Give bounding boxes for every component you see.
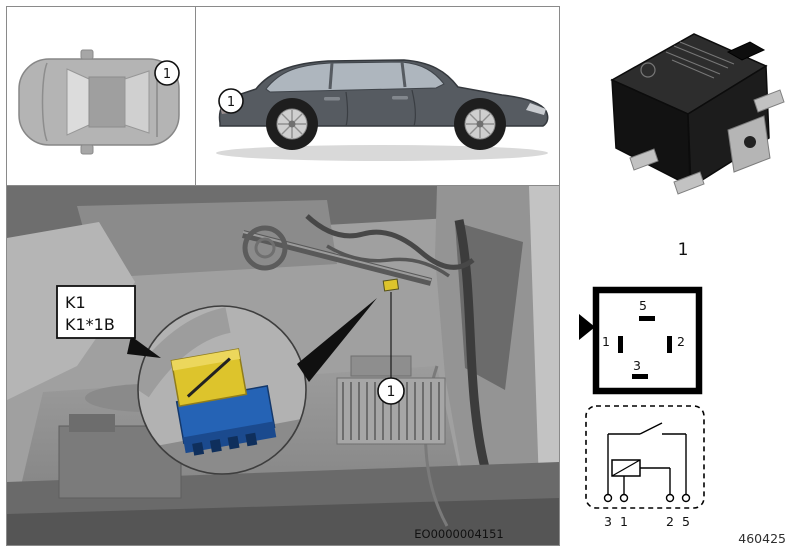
svg-text:1[interactable]: 1 [163, 67, 171, 82]
pin-label-5: 5 [639, 298, 647, 313]
car-top-view-drawing [18, 49, 180, 155]
component-code: K1 [65, 293, 86, 312]
connector-outline [592, 286, 703, 395]
terminal-label-5: 5 [682, 514, 690, 529]
relay-illustration [578, 12, 788, 227]
relay-zoomed-yellow [170, 348, 248, 407]
schematic-border [585, 405, 705, 509]
rear-wheel [266, 98, 318, 150]
image-code: EO0000004151 [414, 527, 503, 541]
car-side-view: 1 [216, 59, 549, 161]
pin-blade-1 [618, 336, 623, 353]
car-top-view: 1 [18, 49, 180, 155]
relay-location-marker[interactable] [382, 278, 400, 292]
svg-text:1[interactable]: 1 [387, 384, 396, 400]
pin-label-1: 1 [602, 334, 610, 349]
magnified-relay-view [138, 307, 306, 474]
pin-label-2: 2 [677, 334, 685, 349]
callout-badge-top-view[interactable]: 1 [154, 60, 180, 86]
trunk-photo: K1 K1*1B 1 EO0000004151 [7, 186, 559, 545]
car-top-view-cell: 1 [6, 6, 196, 186]
circuit-schematic: 3 1 2 5 [576, 400, 716, 534]
magnifier-pointer-arrow-icon [297, 298, 377, 382]
terminal-label-3: 3 [604, 514, 612, 529]
relay-symbol [607, 422, 687, 495]
view-direction-arrow-icon [579, 314, 595, 340]
pin-label-3: 3 [633, 358, 641, 373]
terminal-label-2: 2 [666, 514, 674, 529]
relay-item-number: 1 [677, 240, 689, 260]
doc-number: 460425 [738, 531, 786, 546]
component-code-variant: K1*1B [65, 315, 115, 334]
magnifier-circle [137, 305, 307, 475]
pin-blade-5 [639, 316, 655, 321]
pin-blade-3 [632, 374, 648, 379]
car-side-view-drawing [216, 59, 549, 161]
pin-diagram: 5 1 2 3 [576, 284, 708, 400]
pin-blade-2 [667, 336, 672, 353]
callout-badge-trunk[interactable]: 1 [377, 377, 405, 405]
svg-text:1[interactable]: 1 [227, 95, 235, 110]
label-pointer-arrow-icon [127, 336, 161, 358]
pin-diagram-drawing: 5 1 2 3 [579, 286, 703, 395]
terminal-label-1: 1 [620, 514, 628, 529]
circuit-schematic-drawing: 3 1 2 5 [585, 405, 705, 529]
trunk-photo-cell: K1 K1*1B 1 EO0000004151 [6, 185, 560, 546]
front-wheel [454, 98, 506, 150]
relay-terminals [629, 89, 785, 195]
terminal-circles [603, 493, 691, 503]
relay-body [610, 33, 770, 189]
relay-3d-drawing [610, 33, 785, 195]
component-label-box[interactable]: K1 K1*1B [56, 285, 136, 339]
callout-badge-side-view[interactable]: 1 [218, 88, 244, 114]
car-side-view-cell: 1 [195, 6, 560, 186]
